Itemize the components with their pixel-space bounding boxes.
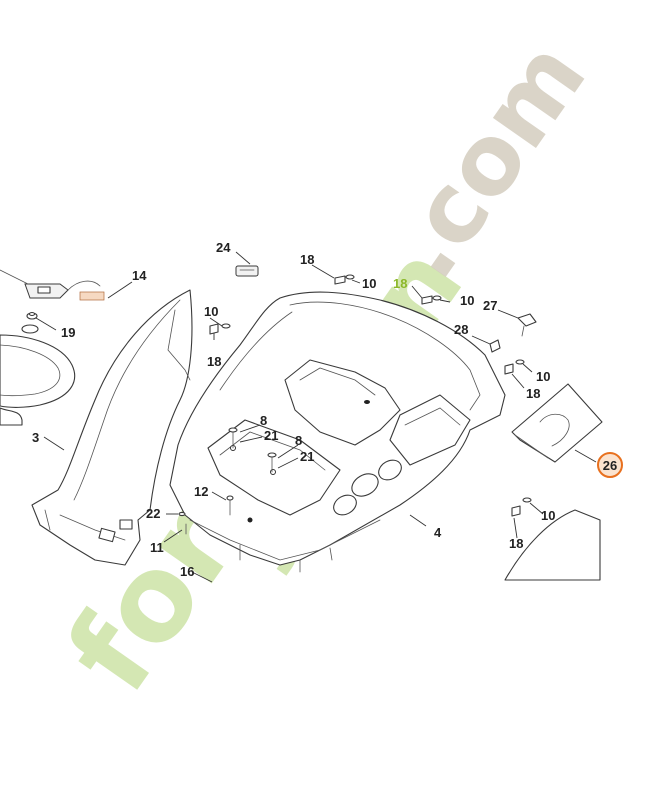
watermark-dotcom: .com bbox=[367, 21, 608, 298]
callout-19: 19 bbox=[61, 325, 75, 340]
part-19-washer bbox=[26, 311, 38, 320]
callout-10-left: 10 bbox=[204, 304, 218, 319]
callout-10-low: 10 bbox=[541, 508, 555, 523]
callout-14: 14 bbox=[132, 268, 147, 283]
callout-10-right: 10 bbox=[536, 369, 550, 384]
part-4-hood bbox=[169, 291, 506, 573]
part-24-badge bbox=[235, 265, 259, 277]
callout-18-left: 18 bbox=[207, 354, 221, 369]
callout-3: 3 bbox=[32, 430, 39, 445]
callout-18-top: 18 bbox=[300, 252, 314, 267]
callout-8-a: 8 bbox=[260, 413, 267, 428]
leader-lines bbox=[35, 251, 597, 583]
callout-26: 26 bbox=[603, 458, 617, 473]
callouts: 24 18 10 18 10 27 14 19 10 18 28 10 18 3… bbox=[32, 240, 623, 579]
callout-16: 16 bbox=[180, 564, 194, 579]
part-3-side-panel bbox=[31, 289, 193, 566]
steering-wheel bbox=[0, 324, 76, 426]
part-26-cover bbox=[511, 383, 603, 463]
callout-26-ring bbox=[597, 452, 623, 478]
callout-4: 4 bbox=[434, 525, 442, 540]
hardware bbox=[178, 274, 537, 535]
sticker-label bbox=[79, 291, 105, 301]
callout-10-top2: 10 bbox=[460, 293, 474, 308]
callout-28: 28 bbox=[454, 322, 468, 337]
callout-18-right: 18 bbox=[526, 386, 540, 401]
callout-21-b: 21 bbox=[300, 449, 314, 464]
callout-21-a: 21 bbox=[264, 428, 278, 443]
callout-27: 27 bbox=[483, 298, 497, 313]
callout-8-b: 8 bbox=[295, 433, 302, 448]
callout-22: 22 bbox=[146, 506, 160, 521]
part-14-switch bbox=[0, 269, 105, 301]
callout-24: 24 bbox=[216, 240, 231, 255]
callout-18-green: 18 bbox=[393, 276, 407, 291]
callout-18-low: 18 bbox=[509, 536, 523, 551]
fender-edge bbox=[504, 509, 601, 581]
callout-12: 12 bbox=[194, 484, 208, 499]
callout-10-top: 10 bbox=[362, 276, 376, 291]
callout-11: 11 bbox=[150, 540, 164, 555]
